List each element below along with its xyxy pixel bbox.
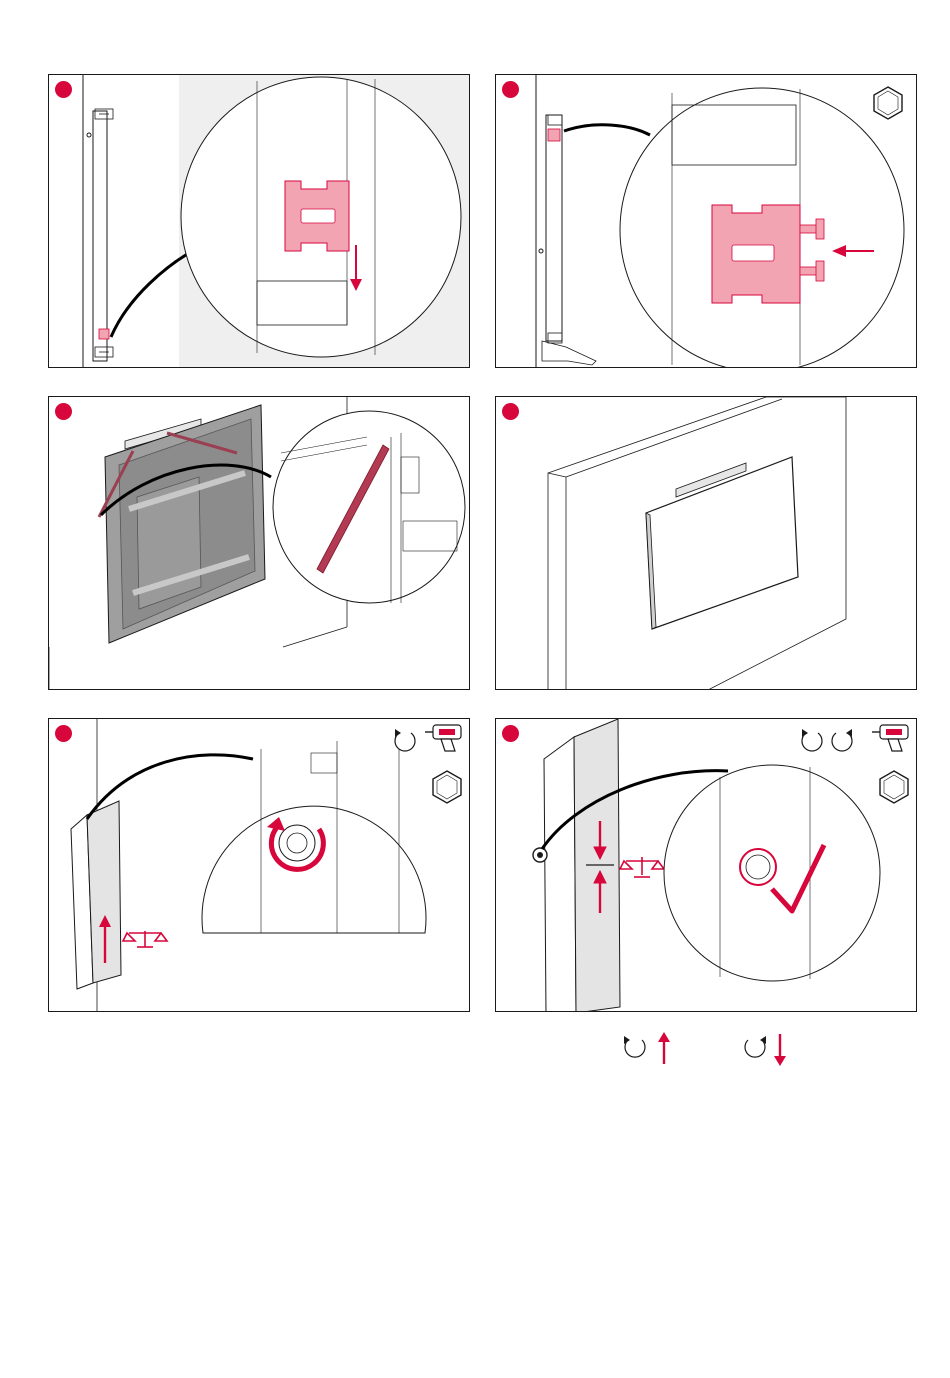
rotate-ccw-icon [624,1036,645,1057]
step-2-illustration [496,75,917,368]
step-4-panel [495,396,917,690]
step-5-panel [48,718,470,1012]
step-5-illustration [49,719,470,1012]
step-1-panel [48,74,470,368]
rotate-cw-icon [745,1036,766,1057]
legend-cw-down [745,1034,786,1066]
step-6-illustration [496,719,917,1012]
balance-scale-icon [620,857,664,877]
hex-nut-icon [874,87,902,119]
step-3-panel [48,396,470,690]
step-4-illustration [496,397,917,690]
rotate-ccw-icon [802,729,822,751]
legend-ccw-up [624,1032,670,1064]
step-3-illustration [49,397,470,690]
arrow-up-icon [658,1032,670,1064]
power-drill-icon [872,725,908,751]
step-2-panel [495,74,917,368]
rotate-cw-icon [832,729,852,751]
rotation-legend [620,1030,800,1070]
power-drill-icon [425,725,461,751]
hex-nut-icon [433,771,461,803]
step-6-panel [495,718,917,1012]
rotate-ccw-icon [395,729,415,751]
arrow-down-icon [774,1034,786,1066]
hex-nut-icon [880,771,908,803]
balance-scale-icon [123,931,167,947]
step-1-illustration [49,75,470,368]
